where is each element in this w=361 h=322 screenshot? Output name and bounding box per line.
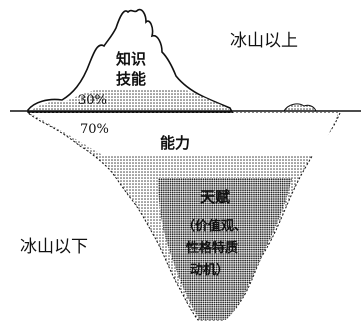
tip-percent: 30% xyxy=(78,93,107,108)
ability-label: 能力 xyxy=(160,134,190,152)
body-percent: 70% xyxy=(80,122,109,137)
talent-line-3: 动机） xyxy=(190,262,229,278)
ability-band xyxy=(30,113,338,156)
knowledge-label: 知识 xyxy=(116,50,146,68)
iceberg-tip xyxy=(27,8,234,113)
above-water-label: 冰山以上 xyxy=(230,31,298,51)
below-water-label: 冰山以下 xyxy=(20,237,88,257)
tip-dotted-band xyxy=(32,90,230,110)
talent-line-1: （价值观、 xyxy=(182,218,247,234)
talent-title: 天赋 xyxy=(200,188,230,206)
ice-bump-right xyxy=(283,103,317,112)
talent-line-2: 性格特质 xyxy=(186,240,238,256)
skill-label: 技能 xyxy=(116,70,146,88)
talent-core xyxy=(158,178,292,320)
